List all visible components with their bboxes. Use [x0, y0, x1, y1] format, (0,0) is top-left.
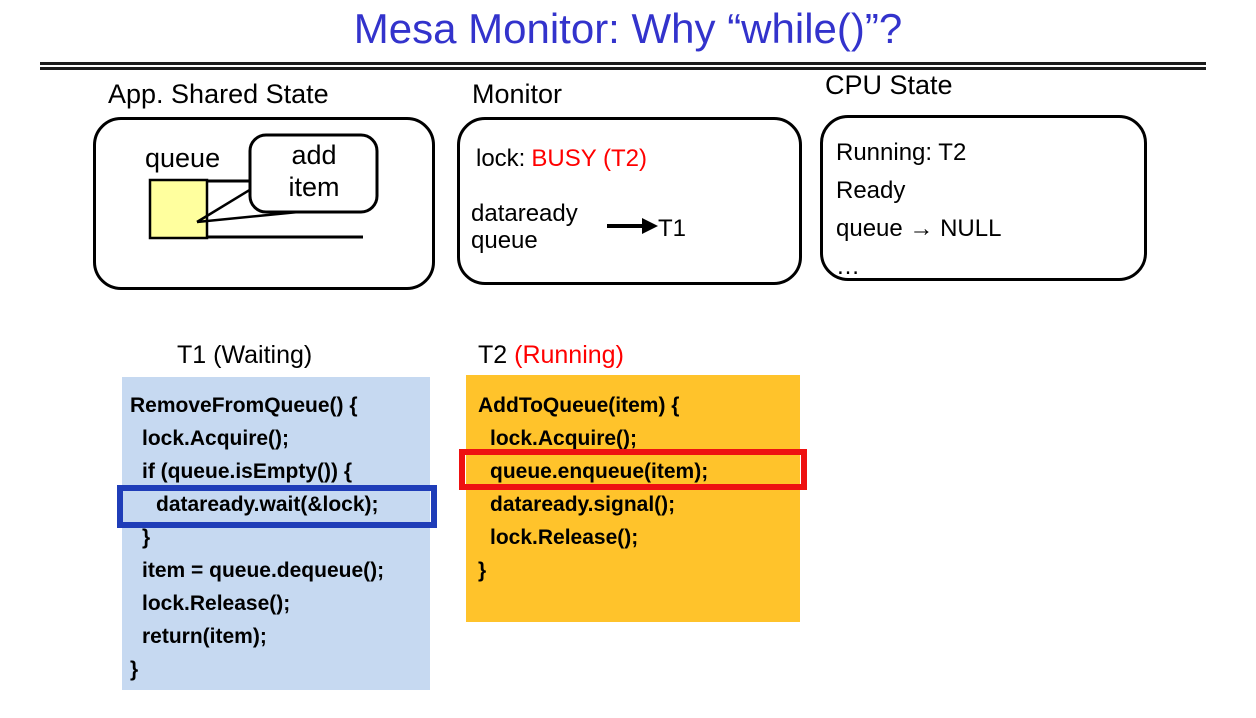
- code-line: AddToQueue(item) {: [478, 394, 680, 417]
- bubble-text-item: item: [288, 172, 339, 202]
- cpu-ready-queue-line: queue → NULL: [836, 215, 1002, 242]
- cpu-ready-line: Ready: [836, 177, 906, 204]
- code-line: }: [130, 658, 139, 681]
- t2-label: T2 (Running): [478, 341, 624, 370]
- code-line: }: [478, 559, 487, 582]
- code-line: RemoveFromQueue() {: [130, 394, 358, 417]
- cpu-state-lines: Running: T2 Ready queue → NULL …: [836, 134, 1001, 286]
- t1-label-status: (Waiting): [213, 341, 313, 369]
- code-line: item = queue.dequeue();: [142, 559, 385, 582]
- monitor-box: lock:BUSY (T2) dataready queue T1: [457, 117, 802, 285]
- cpu-running-line: Running: T2: [836, 139, 967, 166]
- monitor-lock-line: lock:BUSY (T2): [476, 145, 647, 173]
- monitor-condvar-queue: queue: [471, 227, 538, 254]
- code-line: }: [142, 526, 151, 549]
- app-state-box: queue add item: [93, 117, 435, 290]
- cpu-state-label: CPU State: [825, 70, 953, 100]
- queue-text-label: queue: [145, 143, 220, 173]
- t2-label-status: (Running): [514, 341, 624, 369]
- monitor-condvar-name: dataready: [471, 200, 578, 227]
- cpu-state-box: Running: T2 Ready queue → NULL …: [820, 115, 1147, 281]
- title-divider: [40, 62, 1206, 70]
- code-line: lock.Acquire();: [142, 427, 290, 450]
- slide-title: Mesa Monitor: Why “while()”?: [353, 5, 903, 52]
- t2-code-block: AddToQueue(item) { lock.Acquire(); queue…: [466, 375, 800, 622]
- code-line: lock.Release();: [490, 526, 639, 549]
- code-line: lock.Acquire();: [490, 427, 638, 450]
- t2-enqueue-highlight-box: [459, 449, 807, 490]
- cpu-ellipsis-line: …: [836, 253, 860, 280]
- code-line: if (queue.isEmpty()) {: [142, 460, 353, 483]
- monitor-condvar-lines: dataready queue: [471, 200, 578, 254]
- monitor-waiter: T1: [658, 215, 687, 242]
- queue-cell: [148, 178, 209, 240]
- wait-queue-arrow-icon: [607, 218, 658, 234]
- monitor-lock-label: lock:: [476, 145, 526, 172]
- code-line-wait: dataready.wait(&lock);: [156, 493, 379, 516]
- monitor-label: Monitor: [472, 79, 563, 109]
- bubble-text-add: add: [291, 140, 336, 170]
- code-line-enqueue: queue.enqueue(item);: [490, 460, 709, 483]
- code-line: return(item);: [142, 625, 267, 648]
- t2-label-name: T2: [478, 341, 515, 369]
- queue-drawing: queue add item: [145, 133, 379, 240]
- t1-label-name: T1: [177, 341, 214, 369]
- code-line: lock.Release();: [142, 592, 291, 615]
- app-state-label: App. Shared State: [108, 79, 329, 109]
- monitor-lock-value: BUSY (T2): [531, 145, 647, 172]
- t1-wait-highlight-box: [117, 485, 437, 528]
- code-line: dataready.signal();: [490, 493, 676, 516]
- t1-code-block: RemoveFromQueue() { lock.Acquire(); if (…: [122, 377, 430, 690]
- add-item-bubble: [248, 133, 379, 214]
- t1-label: T1 (Waiting): [177, 341, 312, 370]
